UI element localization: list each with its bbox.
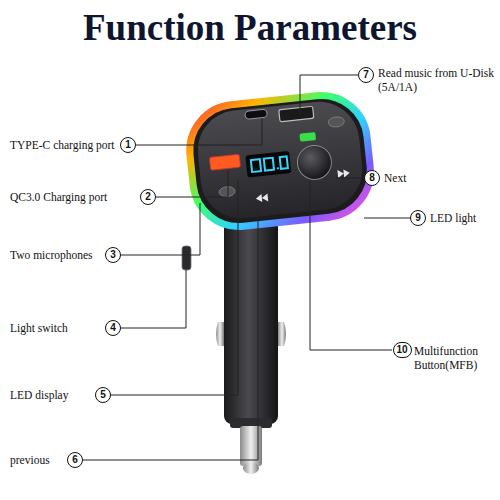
callout-circle: 9 [410, 210, 426, 226]
callout-number: 9 [415, 213, 421, 223]
callout-label: TYPE-C charging port [10, 138, 122, 152]
callout-label: Next [384, 171, 454, 185]
callout-circle: 2 [140, 189, 156, 205]
microphone-grille [219, 186, 236, 198]
leader-line [83, 212, 258, 460]
led-ring [185, 91, 375, 231]
spring-contact [216, 322, 224, 346]
callout-circle: 1 [120, 137, 136, 153]
callout-number: 2 [145, 192, 151, 202]
type-c-port [245, 109, 268, 119]
usb-port [279, 106, 314, 121]
callout-number: 1 [125, 140, 131, 150]
callout-label: LED light [430, 211, 496, 225]
callout-circle: 3 [105, 247, 121, 263]
callout-label: QC3.0 Charging port [10, 190, 142, 204]
callout-label: Light switch [10, 321, 110, 335]
leader-line [300, 75, 358, 116]
led-display [245, 151, 291, 177]
multifunction-knob [296, 144, 333, 181]
leader-line [336, 178, 364, 179]
callout-circle: 4 [105, 320, 121, 336]
microphone-grille [328, 116, 345, 128]
next-icon [337, 169, 350, 178]
qc-port [209, 154, 240, 170]
display-digit [251, 159, 261, 172]
callout-number: 5 [100, 390, 106, 400]
leader-line [136, 118, 262, 145]
leader-line [156, 170, 228, 197]
callout-number: 7 [363, 70, 369, 80]
display-digit [264, 158, 274, 171]
top-surface [194, 98, 366, 222]
callout-label: LED display [10, 388, 100, 402]
callout-label: Read music from U-Disk (5A/1A) [378, 66, 496, 95]
callout-label: Multifunction Button(MFB) [414, 344, 498, 373]
plug-body [224, 212, 278, 424]
leader-line [364, 218, 410, 219]
callout-number: 6 [72, 455, 78, 465]
callout-circle: 5 [95, 387, 111, 403]
callout-number: 3 [110, 250, 116, 260]
leader-line [121, 270, 186, 328]
previous-icon [255, 193, 268, 202]
spring-contact [278, 322, 286, 346]
call-icon [299, 132, 316, 142]
diagram-title: Function Parameters [0, 6, 500, 49]
callout-circle: 6 [67, 452, 83, 468]
callout-label: previous [10, 453, 70, 467]
leader-line [310, 180, 392, 350]
callout-number: 10 [397, 345, 408, 355]
light-switch [182, 246, 191, 270]
callout-label: Two microphones [10, 248, 110, 262]
display-digit [280, 156, 288, 169]
callout-number: 8 [369, 173, 375, 183]
callout-circle: 10 [393, 342, 412, 358]
callout-circle: 8 [364, 170, 380, 186]
callout-number: 4 [110, 323, 116, 333]
leader-line [121, 203, 200, 255]
display-dot [277, 167, 279, 169]
leader-line [111, 180, 238, 395]
plug-tip-end [243, 462, 259, 474]
callout-circle: 7 [358, 67, 374, 83]
